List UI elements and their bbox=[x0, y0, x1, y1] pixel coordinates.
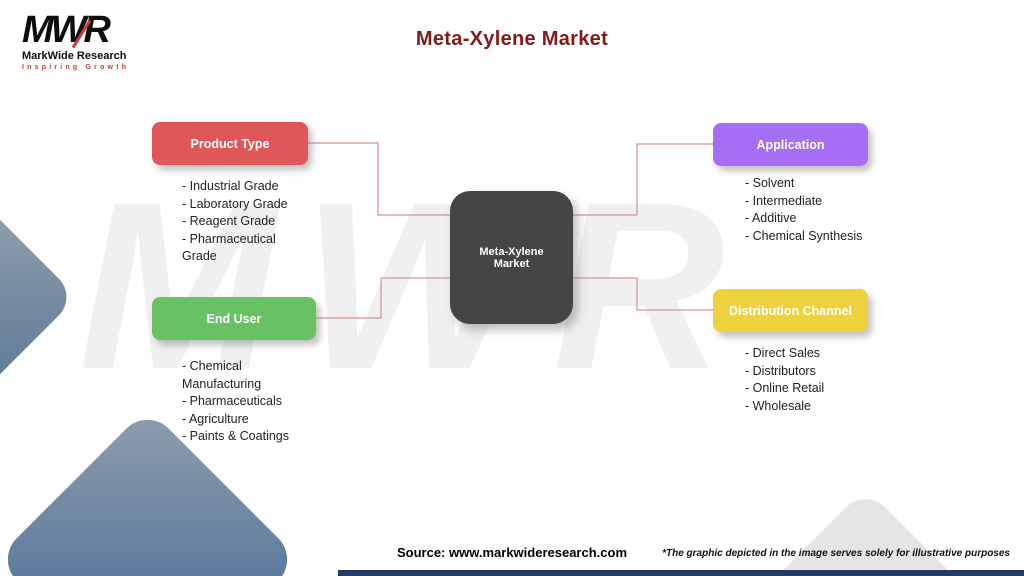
panel-list-distribution-channel: - Direct Sales - Distributors - Online R… bbox=[713, 345, 868, 415]
panel-header-end-user: End User bbox=[152, 297, 316, 340]
list-item: - Additive bbox=[745, 211, 797, 225]
list-item: - Online Retail bbox=[745, 381, 825, 395]
list-item: - Intermediate bbox=[745, 193, 823, 208]
source-label: Source: bbox=[396, 545, 446, 560]
connector-distribution-channel bbox=[573, 277, 713, 311]
connector-end-user bbox=[316, 277, 450, 319]
logo-name: MarkWide Research bbox=[22, 50, 127, 63]
panel-end-user: End User - Chemical Manufacturing - Phar… bbox=[152, 297, 316, 446]
center-node-label: Meta-Xylene Market bbox=[479, 245, 544, 270]
logo-monogram: MWR bbox=[22, 9, 111, 51]
center-node: Meta-Xylene Market bbox=[450, 191, 573, 324]
list-item: - Distributors bbox=[745, 363, 816, 378]
list-item: - Pharmaceuticals bbox=[182, 394, 283, 408]
list-item: - Pharmaceutical Grade bbox=[182, 231, 276, 264]
watermark-mwr: MWR bbox=[78, 154, 751, 419]
list-item: - Paints & Coatings bbox=[182, 429, 289, 443]
list-item: - Laboratory Grade bbox=[182, 196, 288, 211]
list-item: - Chemical Synthesis bbox=[745, 228, 863, 243]
panel-distribution-channel: Distribution Channel - Direct Sales - Di… bbox=[713, 289, 868, 415]
panel-list-product-type: - Industrial Grade - Laboratory Grade - … bbox=[152, 178, 308, 266]
list-item: - Direct Sales bbox=[745, 346, 821, 360]
panel-application: Application - Solvent - Intermediate - A… bbox=[713, 123, 868, 245]
list-item: - Agriculture bbox=[182, 411, 249, 426]
list-item: - Chemical Manufacturing bbox=[182, 359, 262, 391]
source-url: www.markwideresearch.com bbox=[449, 545, 628, 560]
bottom-accent-bar bbox=[338, 570, 1024, 576]
connector-application bbox=[573, 143, 713, 216]
connector-product-type bbox=[308, 142, 450, 216]
panel-header-distribution-channel: Distribution Channel bbox=[713, 289, 868, 332]
disclaimer-note: *The graphic depicted in the image serve… bbox=[662, 548, 1010, 559]
source-note: Source: www.markwideresearch.com bbox=[0, 545, 1024, 560]
panel-list-end-user: - Chemical Manufacturing - Pharmaceutica… bbox=[152, 358, 316, 446]
panel-header-application: Application bbox=[713, 123, 868, 166]
logo-tagline: Inspiring Growth bbox=[22, 64, 130, 72]
list-item: - Reagent Grade bbox=[182, 214, 276, 228]
list-item: - Industrial Grade bbox=[182, 179, 279, 193]
logo-markwide-research: MWR MarkWide Research Inspiring Growth bbox=[22, 9, 152, 72]
page-title: Meta-Xylene Market bbox=[415, 28, 609, 50]
panel-header-product-type: Product Type bbox=[152, 122, 308, 165]
list-item: - Solvent bbox=[745, 176, 795, 190]
panel-list-application: - Solvent - Intermediate - Additive - Ch… bbox=[713, 175, 868, 245]
list-item: - Wholesale bbox=[745, 398, 811, 413]
panel-product-type: Product Type - Industrial Grade - Labora… bbox=[152, 122, 308, 266]
